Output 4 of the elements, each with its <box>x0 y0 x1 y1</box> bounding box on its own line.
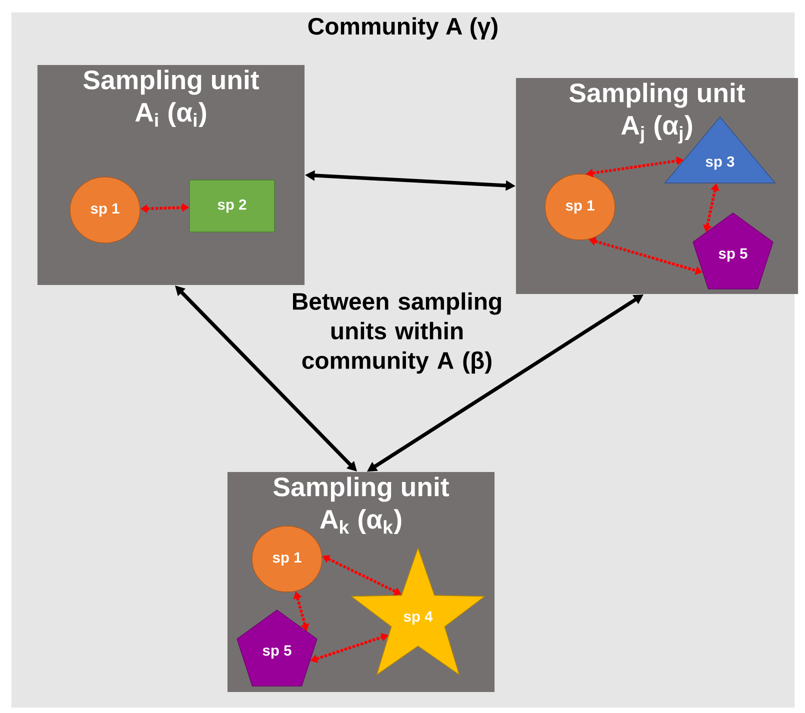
annotation-text: Between sampling units within community A (β) <box>293 292 501 374</box>
species-pentagon: sp 5 <box>236 610 318 686</box>
species-rectangle: sp 2 <box>189 180 275 232</box>
species-pentagon: sp 5 <box>692 212 774 290</box>
